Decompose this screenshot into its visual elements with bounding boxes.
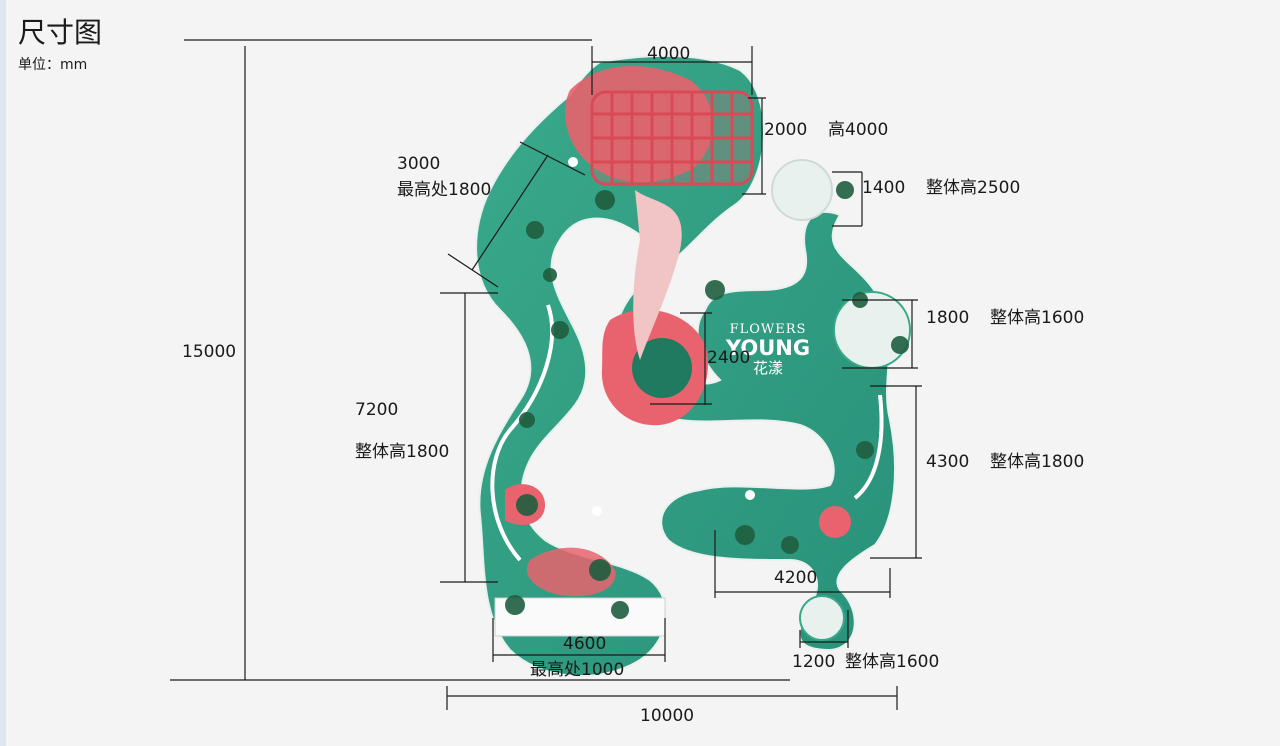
dim-right-circle-width: 1800 xyxy=(926,308,970,328)
booth-floor xyxy=(475,54,896,677)
dim-bottom-left-width: 4600 xyxy=(563,634,607,654)
dimension-lines xyxy=(170,39,922,710)
dim-bottom-right-width: 4200 xyxy=(774,568,818,588)
dim-right-circle-height: 整体高1600 xyxy=(990,308,1085,328)
top-cage-structure xyxy=(590,90,754,186)
dim-bottom-circle-width: 1200 xyxy=(792,652,836,672)
dim-small-top-width: 1400 xyxy=(862,178,906,198)
dim-total-height: 15000 xyxy=(182,342,237,362)
dim-right-length: 4300 xyxy=(926,452,970,472)
dim-left-length: 7200 xyxy=(355,400,399,420)
dim-top-height: 高4000 xyxy=(828,120,889,140)
dim-top-width: 4000 xyxy=(647,44,691,64)
right-circle-table xyxy=(833,291,911,369)
unit-label: 单位：mm xyxy=(18,57,88,73)
dim-left-height: 整体高1800 xyxy=(355,442,450,462)
right-bench xyxy=(853,394,884,500)
plant-clusters xyxy=(505,181,909,619)
top-pink-area xyxy=(565,66,713,183)
dim-wall-width: 3000 xyxy=(397,154,441,174)
flowers-young-logo: FLOWERS YOUNG 花漾 xyxy=(724,322,812,377)
dim-right-height: 整体高1800 xyxy=(990,452,1085,472)
dim-bottom-circle-height: 整体高1600 xyxy=(845,652,940,672)
dim-small-top-height: 整体高2500 xyxy=(926,178,1021,198)
bottom-pink-blob xyxy=(526,547,616,597)
dim-total-width: 10000 xyxy=(640,706,695,726)
dim-center: 2400 xyxy=(707,348,751,368)
right-pink-circle xyxy=(819,506,851,538)
bottom-small-circle xyxy=(799,595,845,641)
inner-cutout xyxy=(567,238,621,353)
logo-line-2: YOUNG xyxy=(725,336,811,360)
page-title: 尺寸图 xyxy=(18,16,103,49)
center-dark-circle xyxy=(632,338,692,398)
dim-top-depth: 2000 xyxy=(764,120,808,140)
dim-wall-height: 最高处1800 xyxy=(397,180,492,200)
left-bench xyxy=(490,304,555,562)
flower-marks xyxy=(568,157,755,516)
logo-line-3: 花漾 xyxy=(752,359,783,377)
logo-line-1: FLOWERS xyxy=(729,322,807,337)
cable-stair xyxy=(633,190,682,360)
dim-bottom-left-height: 最高处1000 xyxy=(530,660,625,680)
top-small-circle xyxy=(771,159,833,221)
left-edge-strip xyxy=(0,0,6,746)
